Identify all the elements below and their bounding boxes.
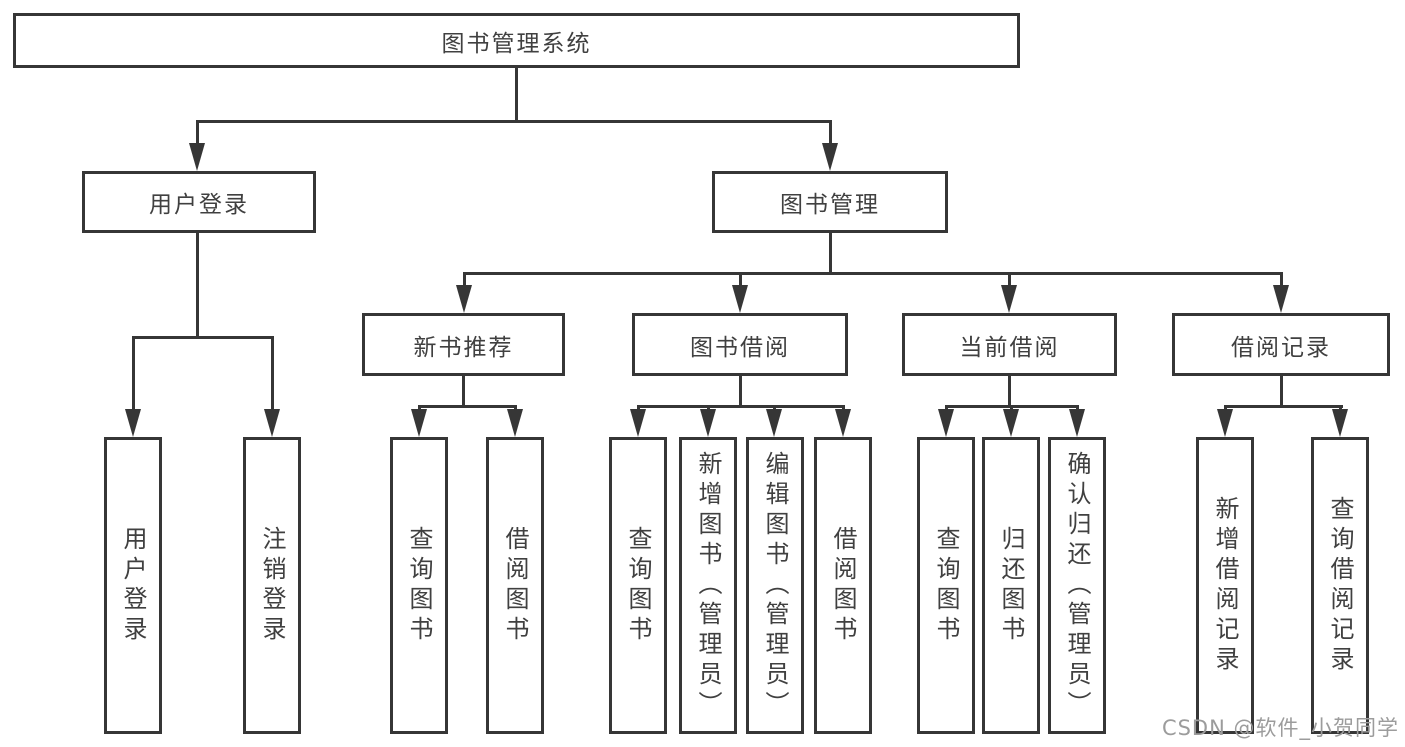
leaf-record-query: 查询借阅记录 bbox=[1311, 437, 1369, 734]
leaf-user-login: 用户登录 bbox=[104, 437, 162, 734]
leaf-logout: 注销登录 bbox=[243, 437, 301, 734]
node-label: 新书推荐 bbox=[413, 334, 514, 361]
node-label: 图书借阅 bbox=[690, 334, 790, 361]
connector-drop-leaf bbox=[271, 336, 274, 410]
node-label: 图书管理系统 bbox=[441, 30, 592, 57]
connector-mgmt-stem bbox=[829, 233, 832, 272]
node-borrow-record: 借阅记录 bbox=[1172, 313, 1390, 376]
connector-drop-leaf bbox=[637, 405, 640, 411]
node-label: 借阅图书 bbox=[829, 525, 857, 646]
leaf-newbook-borrow: 借阅图书 bbox=[486, 437, 544, 734]
arrowhead-leaf bbox=[700, 409, 716, 437]
arrowhead-leaf bbox=[1003, 409, 1019, 437]
csdn-watermark: CSDN @软件_小贺同学 bbox=[1161, 716, 1399, 740]
connector-login-stem bbox=[196, 233, 199, 336]
leaf-borrow-book: 借阅图书 bbox=[814, 437, 872, 734]
node-book-borrow: 图书借阅 bbox=[632, 313, 848, 376]
connector-drop-leaf bbox=[842, 405, 845, 411]
arrowhead-mgmt bbox=[822, 143, 838, 171]
node-book-mgmt: 图书管理 bbox=[712, 171, 948, 233]
connector-level3-bus bbox=[464, 272, 1282, 275]
node-label: 编辑图书（管理员） bbox=[761, 450, 789, 721]
connector-drop-login bbox=[196, 120, 199, 146]
leaf-newbook-query: 查询图书 bbox=[390, 437, 448, 734]
node-new-book-recommend: 新书推荐 bbox=[362, 313, 565, 376]
connector-drop-leaf bbox=[945, 405, 948, 411]
connector-borrow-stem bbox=[739, 376, 742, 405]
connector-level2-bus bbox=[196, 120, 832, 123]
connector-drop-newbook bbox=[463, 272, 466, 286]
arrowhead-leaf bbox=[411, 409, 427, 437]
arrowhead-leaf bbox=[766, 409, 782, 437]
arrowhead-login bbox=[189, 143, 205, 171]
connector-drop-leaf bbox=[1010, 405, 1013, 411]
connector-root-stem bbox=[515, 68, 518, 120]
arrowhead-newbook bbox=[456, 285, 472, 313]
node-label: 新增借阅记录 bbox=[1211, 495, 1239, 676]
leaf-borrow-add-admin: 新增图书（管理员） bbox=[679, 437, 737, 734]
connector-drop-leaf bbox=[418, 405, 421, 411]
leaf-current-return: 归还图书 bbox=[982, 437, 1040, 734]
node-label: 新增图书（管理员） bbox=[694, 450, 722, 721]
connector-record-bus bbox=[1224, 405, 1343, 408]
connector-drop-leaf bbox=[1339, 405, 1342, 411]
node-label: 用户登录 bbox=[149, 192, 249, 218]
node-label: 注销登录 bbox=[258, 525, 286, 646]
node-label: 归还图书 bbox=[997, 525, 1025, 646]
node-label: 查询借阅记录 bbox=[1326, 495, 1354, 676]
connector-drop-leaf bbox=[1076, 405, 1079, 411]
arrowhead-leaf bbox=[835, 409, 851, 437]
leaf-current-query: 查询图书 bbox=[917, 437, 975, 734]
node-user-login: 用户登录 bbox=[82, 171, 316, 233]
node-label: 查询图书 bbox=[405, 525, 433, 646]
connector-newbook-stem bbox=[462, 376, 465, 405]
arrowhead-leaf bbox=[507, 409, 523, 437]
node-current-borrow: 当前借阅 bbox=[902, 313, 1117, 376]
connector-drop-leaf bbox=[514, 405, 517, 411]
connector-current-stem bbox=[1008, 376, 1011, 405]
leaf-borrow-query: 查询图书 bbox=[609, 437, 667, 734]
connector-drop-current bbox=[1008, 272, 1011, 286]
arrowhead-current bbox=[1001, 285, 1017, 313]
node-label: 借阅记录 bbox=[1231, 334, 1331, 361]
leaf-borrow-edit-admin: 编辑图书（管理员） bbox=[746, 437, 804, 734]
arrowhead-leaf bbox=[125, 409, 141, 437]
connector-drop-leaf bbox=[132, 336, 135, 410]
connector-drop-borrow bbox=[739, 272, 742, 286]
leaf-current-confirm-admin: 确认归还（管理员） bbox=[1048, 437, 1106, 734]
arrowhead-leaf bbox=[1069, 409, 1085, 437]
arrowhead-borrow bbox=[732, 285, 748, 313]
node-label: 确认归还（管理员） bbox=[1063, 450, 1091, 721]
node-label: 用户登录 bbox=[119, 525, 147, 646]
node-label: 查询图书 bbox=[932, 525, 960, 646]
connector-drop-mgmt bbox=[829, 120, 832, 146]
arrowhead-leaf bbox=[630, 409, 646, 437]
arrowhead-leaf bbox=[938, 409, 954, 437]
node-label: 当前借阅 bbox=[959, 334, 1060, 361]
node-label: 查询图书 bbox=[624, 525, 652, 646]
connector-borrow-bus bbox=[637, 405, 845, 408]
connector-drop-leaf bbox=[707, 405, 710, 411]
arrowhead-record bbox=[1273, 285, 1289, 313]
connector-drop-leaf bbox=[1224, 405, 1227, 411]
arrowhead-leaf bbox=[264, 409, 280, 437]
arrowhead-leaf bbox=[1332, 409, 1348, 437]
node-label: 图书管理 bbox=[780, 192, 880, 218]
connector-drop-leaf bbox=[773, 405, 776, 411]
connector-record-stem bbox=[1280, 376, 1283, 405]
node-label: 借阅图书 bbox=[501, 525, 529, 646]
leaf-record-add: 新增借阅记录 bbox=[1196, 437, 1254, 734]
connector-login-bus bbox=[132, 336, 274, 339]
connector-drop-record bbox=[1280, 272, 1283, 286]
arrowhead-leaf bbox=[1217, 409, 1233, 437]
connector-newbook-bus bbox=[418, 405, 517, 408]
node-root-system: 图书管理系统 bbox=[13, 13, 1020, 68]
